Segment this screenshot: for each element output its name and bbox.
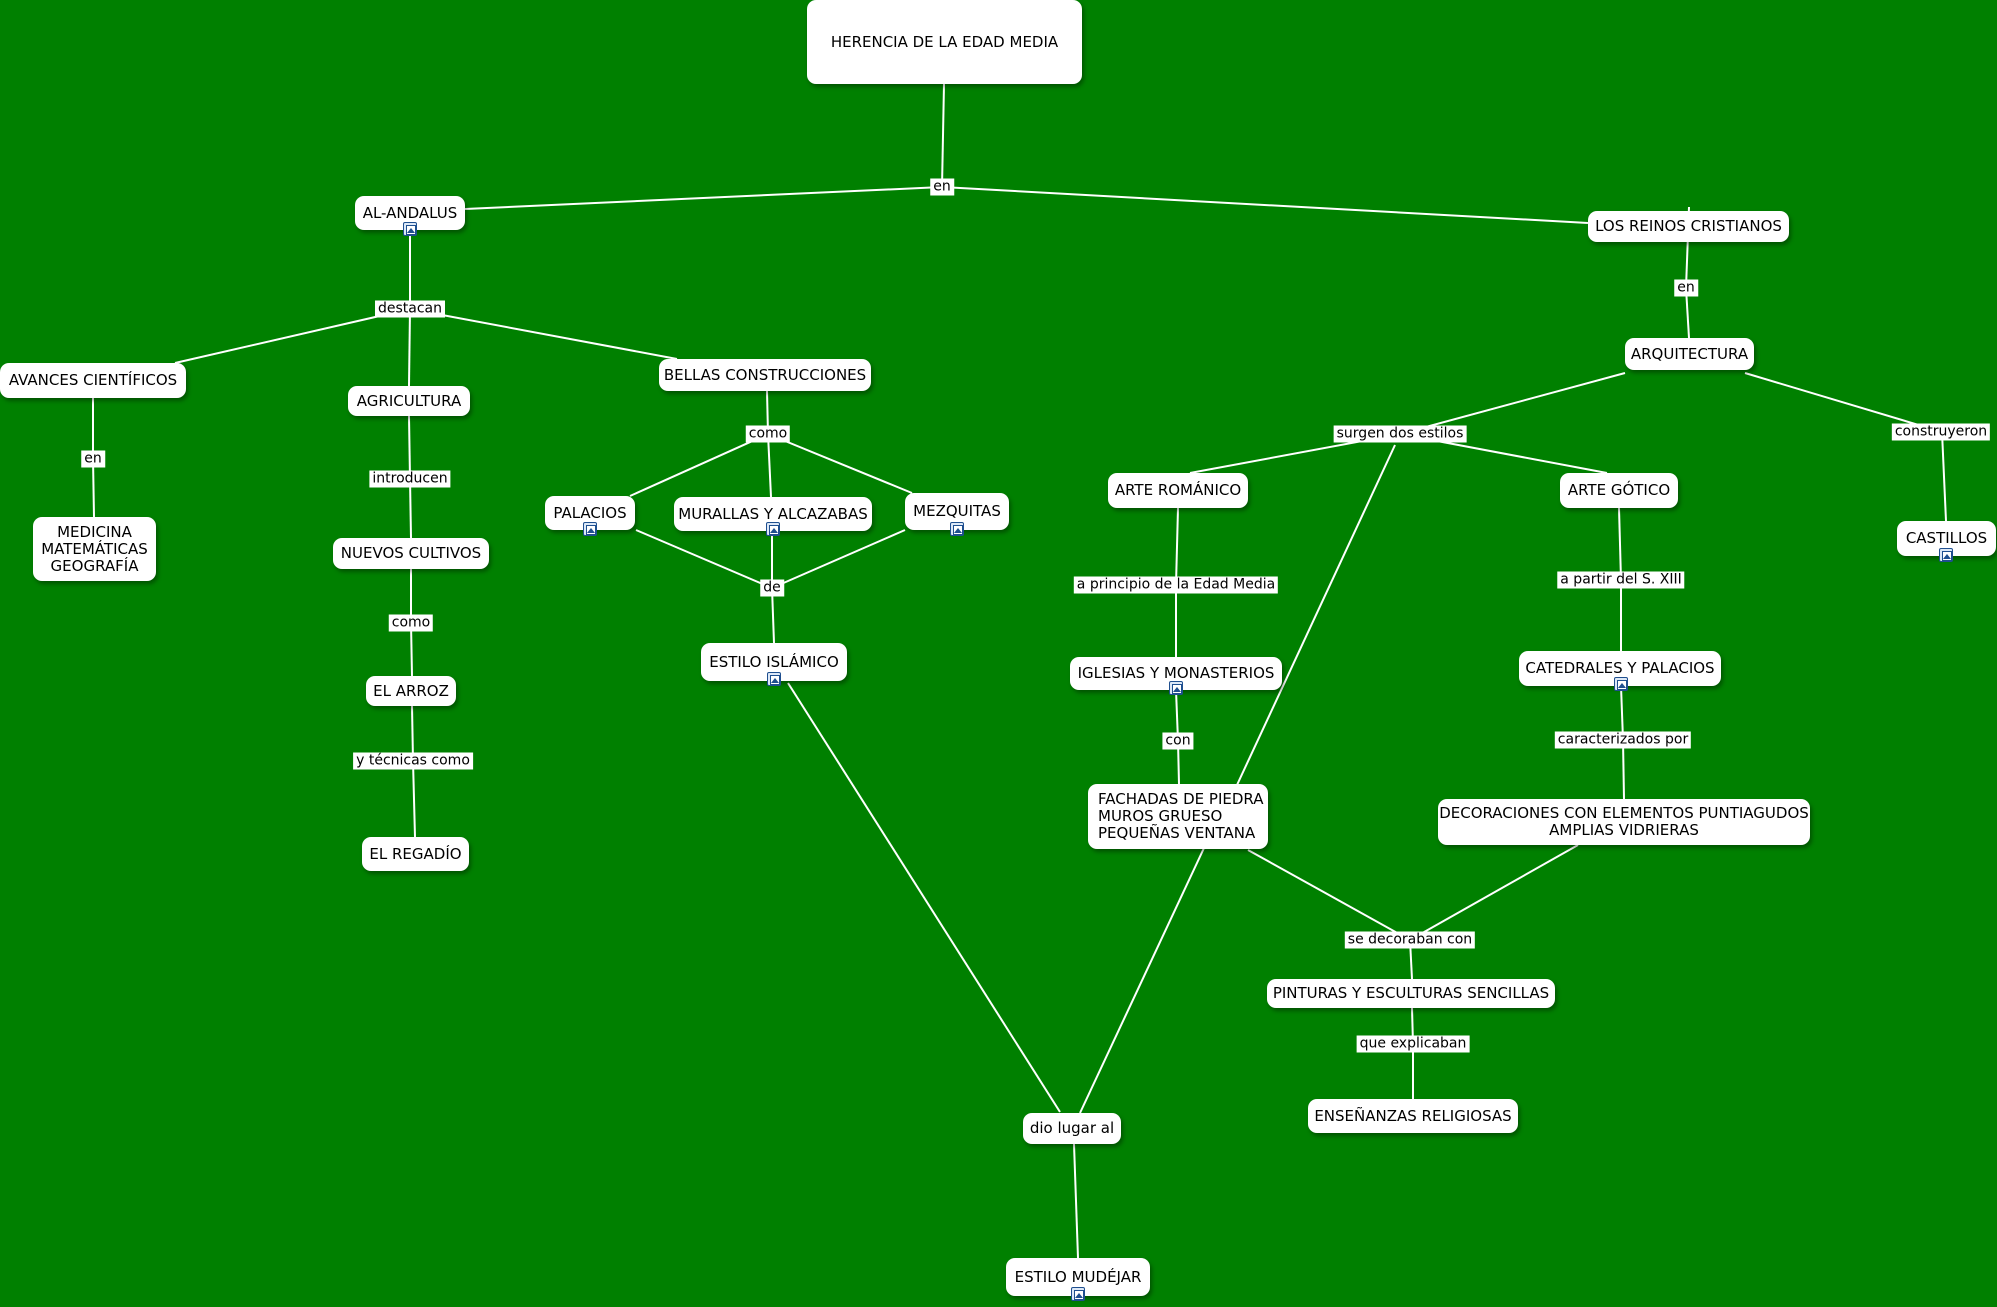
- link-que-explicaban: que explicaban: [1356, 1035, 1470, 1053]
- concept-bellas-construcciones[interactable]: BELLAS CONSTRUCCIONES: [659, 359, 871, 391]
- concept-al-andalus[interactable]: AL-ANDALUS: [355, 196, 465, 230]
- concept-herencia-de-la-edad-media[interactable]: HERENCIA DE LA EDAD MEDIA: [807, 0, 1082, 84]
- link-surgen-dos-estilos: surgen dos estilos: [1333, 425, 1467, 443]
- concept-arte-romanico[interactable]: ARTE ROMÁNICO: [1108, 473, 1248, 508]
- link-a-principio: a principio de la Edad Media: [1073, 576, 1279, 594]
- concept-castillos[interactable]: CASTILLOS: [1897, 521, 1996, 556]
- link-introducen: introducen: [369, 470, 451, 488]
- link-como-cultivos: como: [388, 614, 434, 632]
- link-se-decoraban-con: se decoraban con: [1344, 931, 1476, 949]
- link-destacan: destacan: [374, 300, 446, 318]
- image-icon[interactable]: [1614, 677, 1628, 691]
- concept-medicina-matematicas-geografia[interactable]: MEDICINA MATEMÁTICAS GEOGRAFÍA: [33, 517, 156, 581]
- image-icon[interactable]: [1071, 1287, 1085, 1301]
- link-como-construcciones: como: [745, 425, 791, 443]
- concept-pinturas-y-esculturas[interactable]: PINTURAS Y ESCULTURAS SENCILLAS: [1267, 979, 1555, 1008]
- image-icon[interactable]: [1939, 548, 1953, 562]
- concept-arte-gotico[interactable]: ARTE GÓTICO: [1560, 473, 1678, 508]
- image-icon[interactable]: [767, 672, 781, 686]
- concept-estilo-mudejar[interactable]: ESTILO MUDÉJAR: [1006, 1258, 1150, 1296]
- link-a-partir: a partir del S. XIII: [1557, 571, 1685, 589]
- concept-avances-cientificos[interactable]: AVANCES CIENTÍFICOS: [0, 363, 186, 398]
- concept-los-reinos-cristianos[interactable]: LOS REINOS CRISTIANOS: [1588, 211, 1789, 242]
- concept-el-arroz[interactable]: EL ARROZ: [366, 676, 456, 706]
- link-con: con: [1162, 732, 1194, 750]
- concept-arquitectura[interactable]: ARQUITECTURA: [1625, 338, 1754, 370]
- link-caracterizados-por: caracterizados por: [1554, 731, 1692, 749]
- concept-estilo-islamico[interactable]: ESTILO ISLÁMICO: [701, 643, 847, 681]
- concept-el-regadio[interactable]: EL REGADÍO: [362, 837, 469, 871]
- concept-agricultura[interactable]: AGRICULTURA: [348, 386, 470, 416]
- concept-ensenanzas-religiosas[interactable]: ENSEÑANZAS RELIGIOSAS: [1308, 1099, 1518, 1133]
- concept-dio-lugar-al[interactable]: dio lugar al: [1023, 1113, 1121, 1144]
- concept-nuevos-cultivos[interactable]: NUEVOS CULTIVOS: [333, 538, 489, 569]
- link-en-top: en: [930, 178, 954, 196]
- concept-decoraciones[interactable]: DECORACIONES CON ELEMENTOS PUNTIAGUDOS A…: [1438, 799, 1810, 845]
- image-icon[interactable]: [583, 522, 597, 536]
- image-icon[interactable]: [950, 522, 964, 536]
- concept-iglesias-y-monasterios[interactable]: IGLESIAS Y MONASTERIOS: [1070, 657, 1282, 690]
- link-en-reinos: en: [1674, 279, 1698, 297]
- image-icon[interactable]: [403, 222, 417, 236]
- concept-fachadas-de-piedra[interactable]: FACHADAS DE PIEDRA MUROS GRUESO PEQUEÑAS…: [1088, 784, 1268, 849]
- image-icon[interactable]: [1169, 681, 1183, 695]
- concept-catedrales-y-palacios[interactable]: CATEDRALES Y PALACIOS: [1519, 651, 1721, 686]
- link-de: de: [760, 579, 784, 597]
- link-en-avances: en: [81, 450, 105, 468]
- link-construyeron: construyeron: [1891, 423, 1991, 441]
- image-icon[interactable]: [766, 522, 780, 536]
- link-y-tecnicas-como: y técnicas como: [353, 752, 473, 770]
